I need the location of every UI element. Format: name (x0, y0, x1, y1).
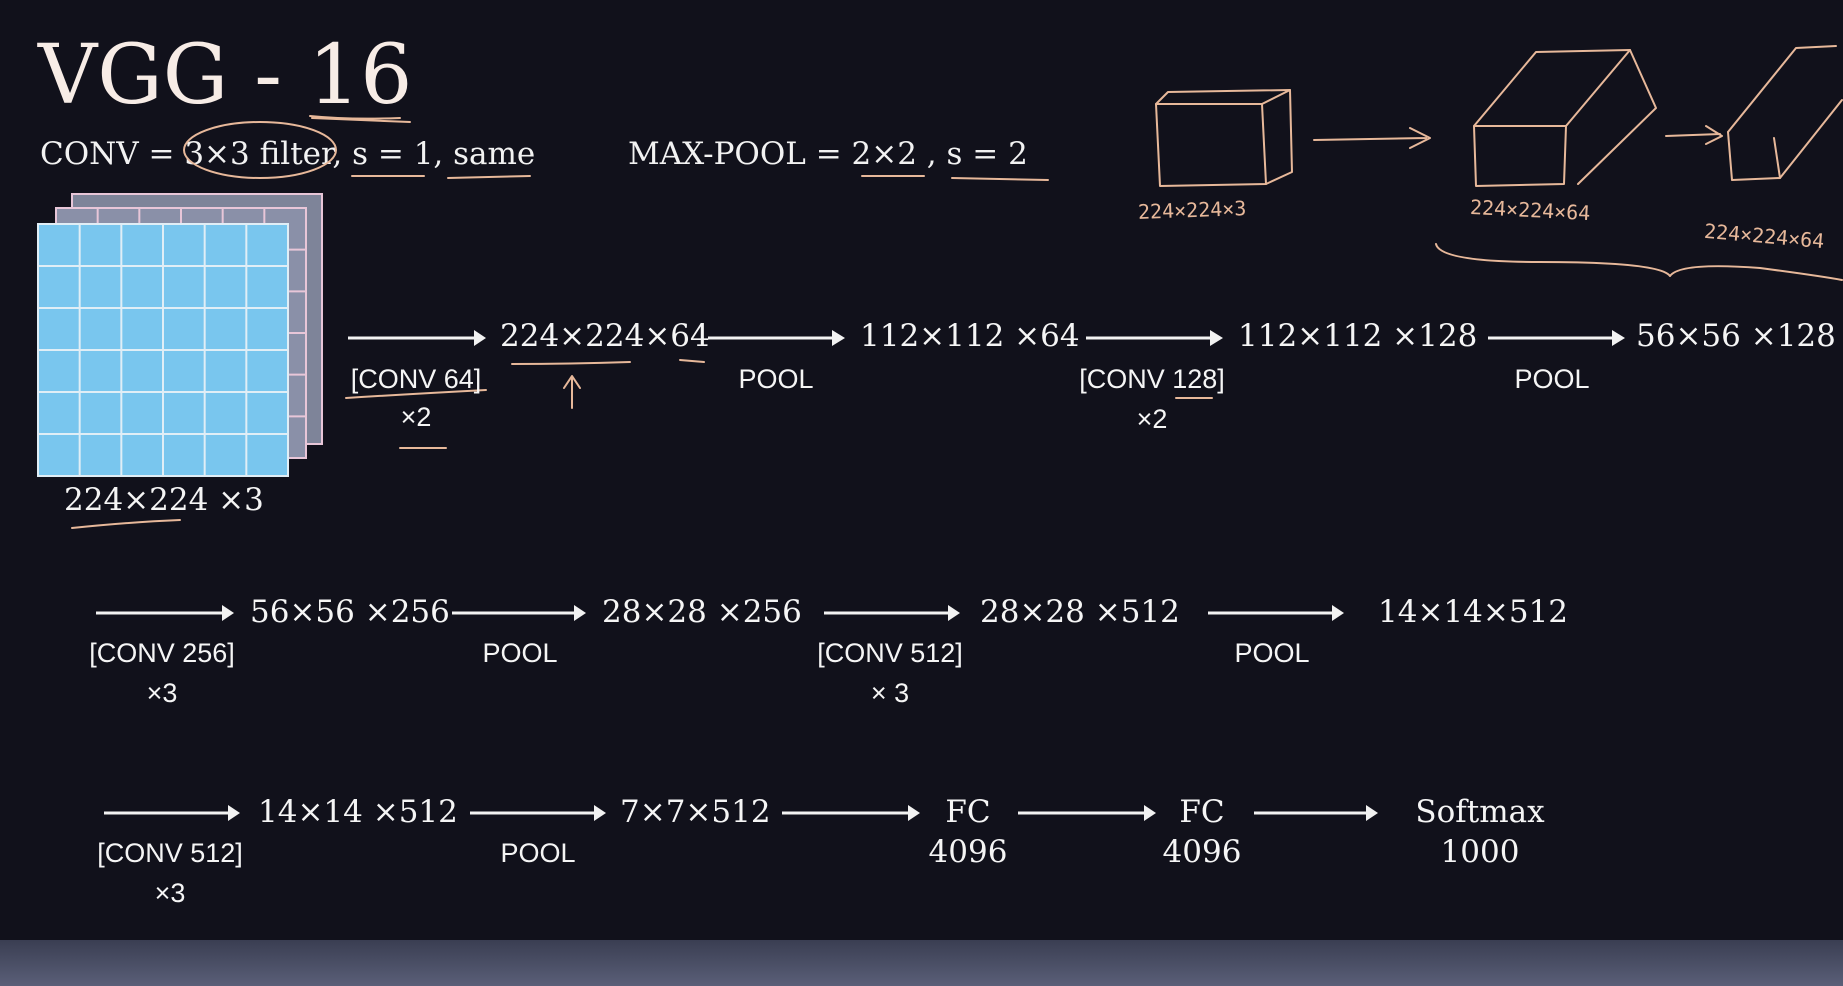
row2-dim-14x14x512: 14×14×512 (1378, 594, 1569, 630)
handwritten-annotations (71, 115, 1213, 529)
handwritten-sketch (1155, 45, 1843, 281)
row3-softmax-units: 1000 (1440, 834, 1520, 870)
row1-pool-label: POOL (738, 364, 814, 394)
row2-conv256-mult: ×3 (146, 678, 178, 708)
sketch-label-1: 224×224×3 (1137, 196, 1247, 224)
row2-pool-label: POOL (482, 638, 558, 668)
row1-dim-56x56x128: 56×56 ×128 (1636, 318, 1836, 354)
row3-fc2-label: FC (1179, 794, 1225, 830)
row3-fc1-units: 4096 (928, 834, 1008, 870)
page-title: VGG - 16 (38, 28, 413, 123)
row2-arrows (96, 605, 1344, 621)
row2-dim-56x56x256: 56×56 ×256 (250, 594, 450, 630)
row3-softmax-label: Softmax (1415, 794, 1545, 830)
row3-pool-label: POOL (500, 838, 576, 868)
input-volume (37, 193, 323, 477)
maxpool-definition: MAX-POOL = 2×2 , s = 2 (628, 136, 1028, 172)
row2-conv512-label: [CONV 512] (817, 638, 963, 668)
row2-pool2-label: POOL (1234, 638, 1310, 668)
row1-dim-112x112x128: 112×112 ×128 (1238, 318, 1478, 354)
row3-fc2-units: 4096 (1162, 834, 1242, 870)
row1-dim-112x112x64: 112×112 ×64 (860, 318, 1080, 354)
row3-dim-7x7x512: 7×7×512 (620, 794, 771, 830)
input-dimension: 224×224 ×3 (64, 482, 264, 518)
row1-conv64-mult: ×2 (400, 402, 432, 432)
row1-conv128-label: [CONV 128] (1079, 364, 1225, 394)
row1-conv64-label: [CONV 64] (350, 364, 482, 394)
row3-arrows (104, 805, 1378, 821)
bottom-bar (0, 940, 1843, 986)
row2-dim-28x28x256: 28×28 ×256 (602, 594, 802, 630)
row3-conv512-mult: ×3 (154, 878, 186, 908)
row1-dim-224x224x64: 224×224×64 (500, 318, 710, 354)
row1-conv128-mult: ×2 (1136, 404, 1168, 434)
conv-definition: CONV = 3×3 filter, s = 1, same (40, 136, 536, 172)
row3-conv512-label: [CONV 512] (97, 838, 243, 868)
row2-dim-28x28x512: 28×28 ×512 (980, 594, 1180, 630)
row2-conv256-label: [CONV 256] (89, 638, 235, 668)
row2-conv512-mult: × 3 (870, 678, 910, 708)
row1-arrows (348, 330, 1625, 346)
row1-pool2-label: POOL (1514, 364, 1590, 394)
row3-fc1-label: FC (945, 794, 991, 830)
row3-dim-14x14x512: 14×14 ×512 (258, 794, 458, 830)
